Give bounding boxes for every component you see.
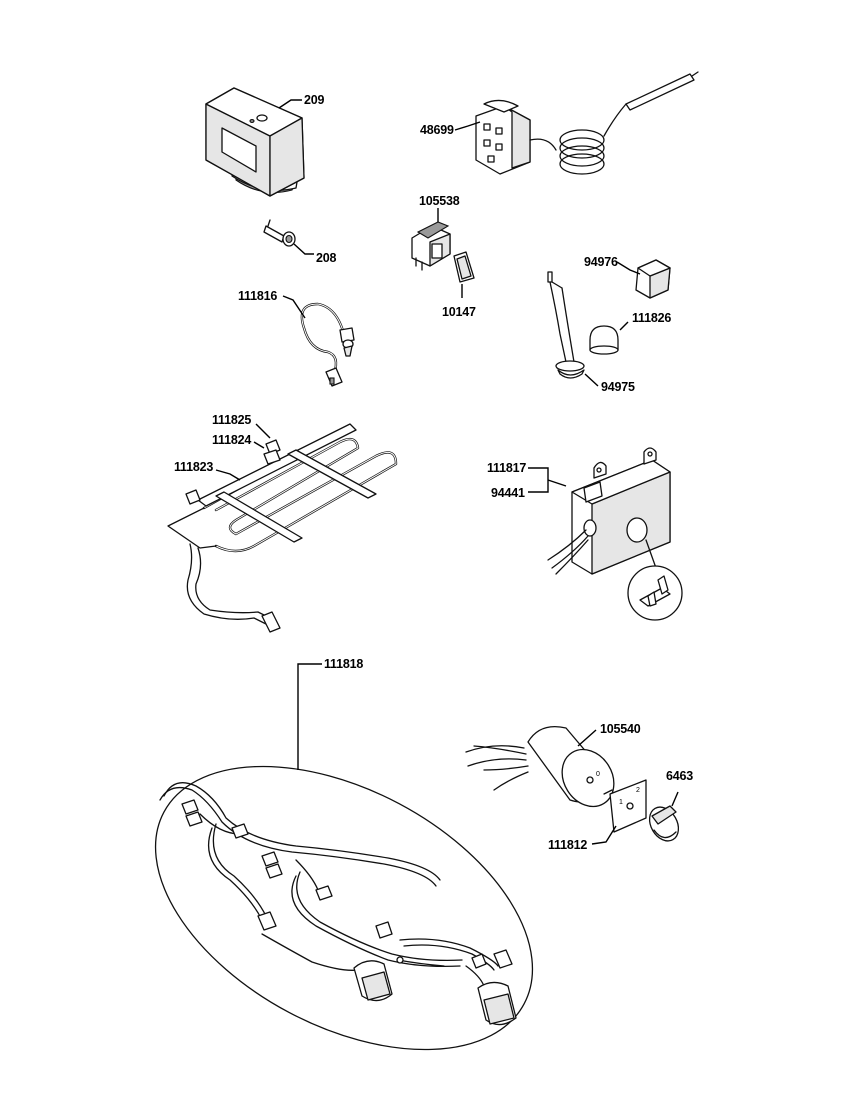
dial-mark-two: 2 bbox=[636, 787, 640, 794]
label-208: 208 bbox=[316, 251, 337, 265]
pressure-switch-209 bbox=[205, 87, 305, 197]
label-94976: 94976 bbox=[584, 255, 618, 269]
lamp-holder-94975 bbox=[547, 271, 585, 379]
knob-6463 bbox=[648, 805, 680, 842]
label-94975: 94975 bbox=[601, 380, 635, 394]
label-111818: 111818 bbox=[324, 657, 363, 671]
label-105538: 105538 bbox=[419, 194, 460, 208]
thermostat-48699 bbox=[475, 71, 699, 175]
dial-mark-zero: 0 bbox=[596, 771, 600, 778]
label-94441: 94441 bbox=[491, 486, 525, 500]
dial-plate-111812: 1 2 bbox=[609, 779, 647, 833]
fitting-208 bbox=[263, 219, 296, 247]
label-209: 209 bbox=[304, 93, 325, 107]
label-105540: 105540 bbox=[600, 722, 641, 736]
heating-element-111823 bbox=[167, 423, 398, 633]
control-motor-105540: 0 bbox=[465, 725, 615, 808]
wiring-harness-111818 bbox=[154, 765, 534, 1051]
cap-94976 bbox=[635, 259, 671, 299]
motor-detail-callout bbox=[627, 565, 683, 621]
timer-motor-111817 bbox=[547, 447, 671, 575]
label-111812: 111812 bbox=[548, 838, 587, 852]
switch-cover-10147 bbox=[453, 251, 475, 283]
rocker-switch-105538 bbox=[411, 221, 451, 271]
label-111817: 111817 bbox=[487, 461, 526, 475]
connector-111824 bbox=[263, 449, 281, 465]
sensor-cable-111816 bbox=[300, 302, 355, 387]
label-10147: 10147 bbox=[442, 305, 476, 319]
label-6463: 6463 bbox=[666, 769, 693, 783]
lamp-glass-111826 bbox=[589, 325, 619, 355]
dial-mark-one: 1 bbox=[619, 799, 623, 806]
label-111825: 111825 bbox=[212, 413, 251, 427]
label-48699: 48699 bbox=[420, 123, 454, 137]
label-111824: 111824 bbox=[212, 433, 251, 447]
label-111826: 111826 bbox=[632, 311, 671, 325]
label-111823: 111823 bbox=[174, 460, 213, 474]
label-111816: 111816 bbox=[238, 289, 277, 303]
